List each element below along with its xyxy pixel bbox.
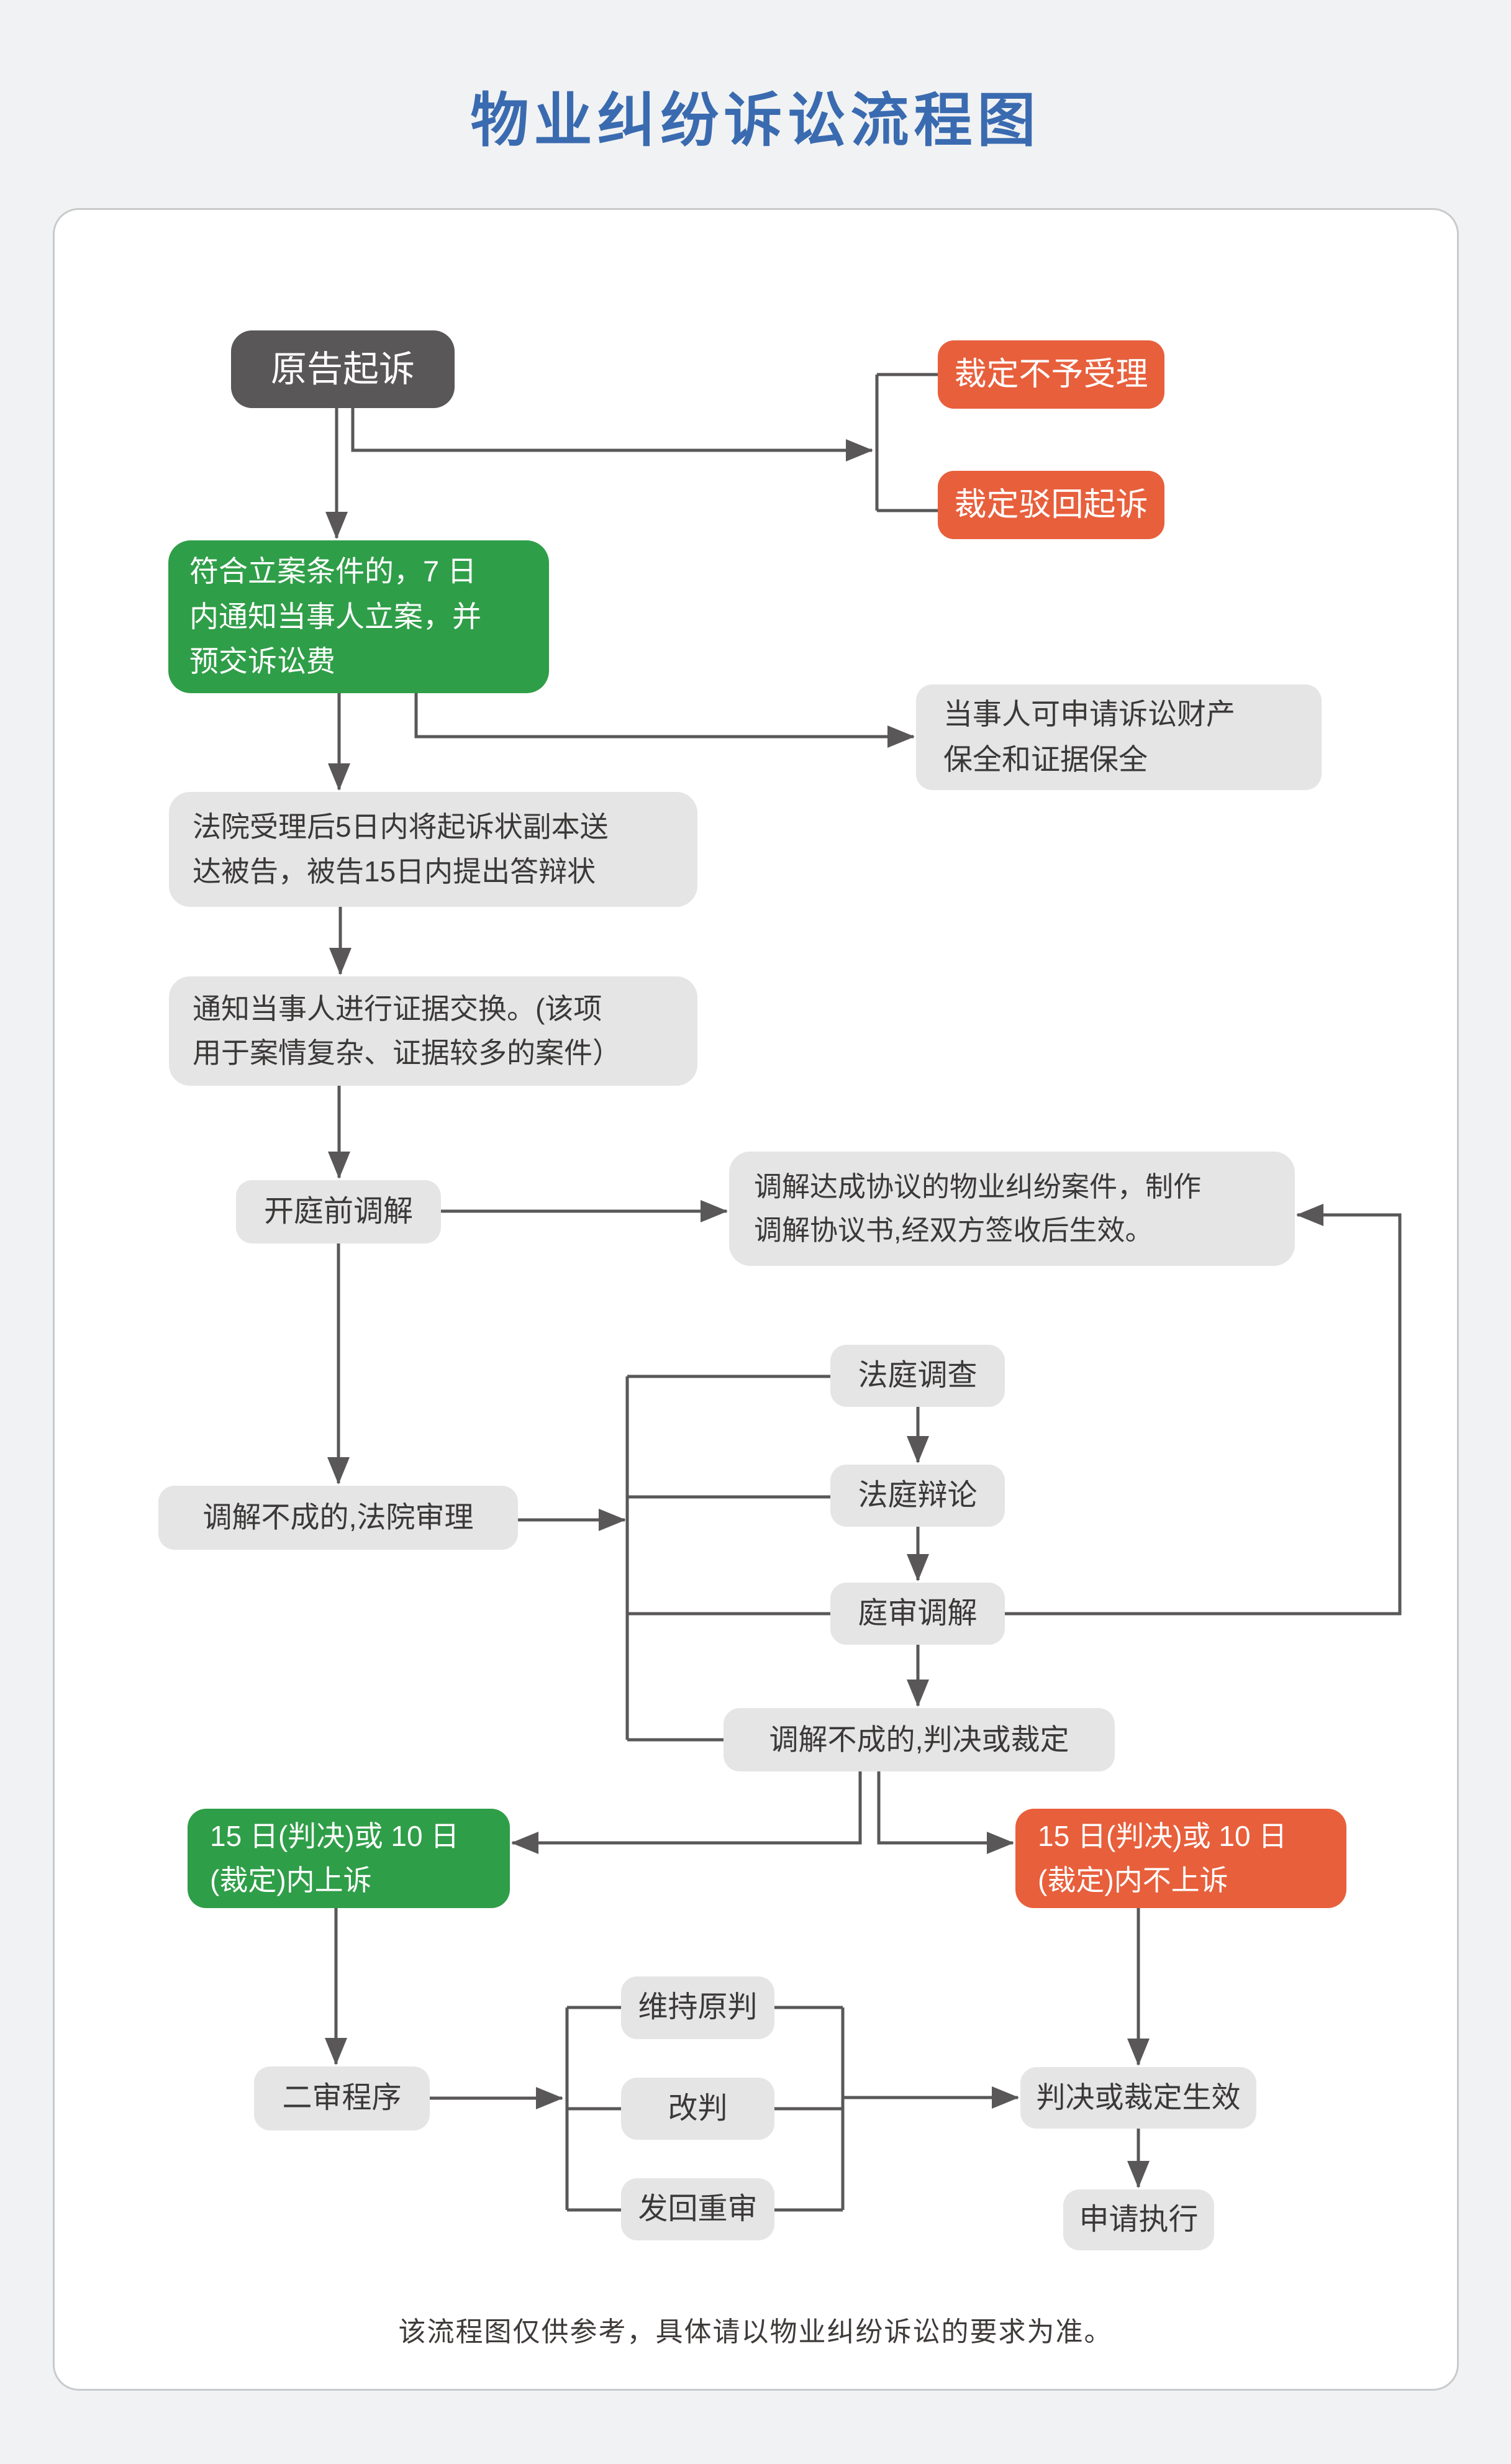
footer-note: 该流程图仅供参考，具体请以物业纠纷诉讼的要求为准。 (398, 2317, 1113, 2347)
node-uphold-original-judgment-label: 维持原判 (638, 1991, 758, 2024)
node-apply-enforcement-label: 申请执行 (1079, 2203, 1199, 2236)
node-ruling-dismiss-label: 裁定驳回起诉 (954, 486, 1148, 523)
node-no-appeal-within-time: 15 日(判决)或 10 日 (裁定)内不上诉 (1015, 1809, 1346, 1908)
node-court-debate: 法庭辩论 (830, 1465, 1005, 1527)
node-amend-judgment: 改判 (621, 2078, 774, 2140)
node-mediation-fail-judgment-label: 调解不成的,判决或裁定 (769, 1722, 1069, 1756)
node-evidence-exchange-label: 通知当事人进行证据交换。(该项 用于案情复杂、证据较多的案件） (193, 992, 621, 1069)
node-plaintiff-files-suit: 原告起诉 (231, 330, 455, 408)
node-case-filing: 符合立案条件的，7 日 内通知当事人立案，并 预交诉讼费 (168, 540, 549, 693)
node-mediation-fail-court-hearing: 调解不成的,法院审理 (158, 1486, 518, 1550)
node-mediation-fail-court-hearing-label: 调解不成的,法院审理 (202, 1501, 474, 1534)
node-trial-mediation-label: 庭审调解 (858, 1596, 978, 1630)
node-property-preservation: 当事人可申请诉讼财产 保全和证据保全 (916, 684, 1322, 790)
node-remand-retrial: 发回重审 (621, 2178, 774, 2240)
node-judgment-effective-label: 判决或裁定生效 (1036, 2081, 1241, 2114)
node-mediation-fail-judgment: 调解不成的,判决或裁定 (724, 1708, 1115, 1771)
node-no-appeal-within-time-label: 15 日(判决)或 10 日 (裁定)内不上诉 (1038, 1819, 1287, 1896)
node-uphold-original-judgment: 维持原判 (621, 1976, 774, 2039)
node-plaintiff-label: 原告起诉 (270, 348, 415, 389)
node-property-preservation-label: 当事人可申请诉讼财产 保全和证据保全 (943, 698, 1235, 776)
node-appeal-within-time: 15 日(判决)或 10 日 (裁定)内上诉 (188, 1809, 510, 1908)
node-serve-complaint: 法院受理后5日内将起诉状副本送 达被告，被告15日内提出答辩状 (169, 792, 697, 907)
node-remand-retrial-label: 发回重审 (638, 2192, 758, 2225)
node-serve-complaint-label: 法院受理后5日内将起诉状副本送 达被告，被告15日内提出答辩状 (193, 811, 609, 888)
node-court-debate-label: 法庭辩论 (858, 1478, 978, 1512)
node-amend-judgment-label: 改判 (668, 2091, 728, 2125)
node-judgment-effective: 判决或裁定生效 (1020, 2067, 1256, 2129)
node-second-instance: 二审程序 (254, 2066, 430, 2130)
node-ruling-not-accept: 裁定不予受理 (938, 340, 1164, 409)
node-mediation-agreement: 调解达成协议的物业纠纷案件，制作 调解协议书,经双方签收后生效。 (729, 1152, 1295, 1266)
node-court-investigation: 法庭调查 (830, 1345, 1005, 1407)
node-trial-mediation: 庭审调解 (830, 1583, 1005, 1645)
node-evidence-exchange: 通知当事人进行证据交换。(该项 用于案情复杂、证据较多的案件） (169, 976, 697, 1086)
node-court-investigation-label: 法庭调查 (858, 1358, 978, 1392)
flowchart-card (53, 208, 1459, 2391)
node-ruling-dismiss: 裁定驳回起诉 (938, 471, 1164, 539)
node-pretrial-mediation: 开庭前调解 (236, 1180, 441, 1243)
node-case-filing-label: 符合立案条件的，7 日 内通知当事人立案，并 预交诉讼费 (189, 554, 481, 678)
node-ruling-not-accept-label: 裁定不予受理 (954, 356, 1148, 393)
node-mediation-agreement-label: 调解达成协议的物业纠纷案件，制作 调解协议书,经双方签收后生效。 (754, 1171, 1202, 1246)
node-appeal-within-time-label: 15 日(判决)或 10 日 (裁定)内上诉 (210, 1819, 460, 1896)
page-title: 物业纠纷诉讼流程图 (470, 88, 1041, 153)
node-second-instance-label: 二审程序 (282, 2081, 402, 2115)
node-apply-enforcement: 申请执行 (1063, 2189, 1214, 2250)
node-pretrial-mediation-label: 开庭前调解 (263, 1194, 413, 1228)
